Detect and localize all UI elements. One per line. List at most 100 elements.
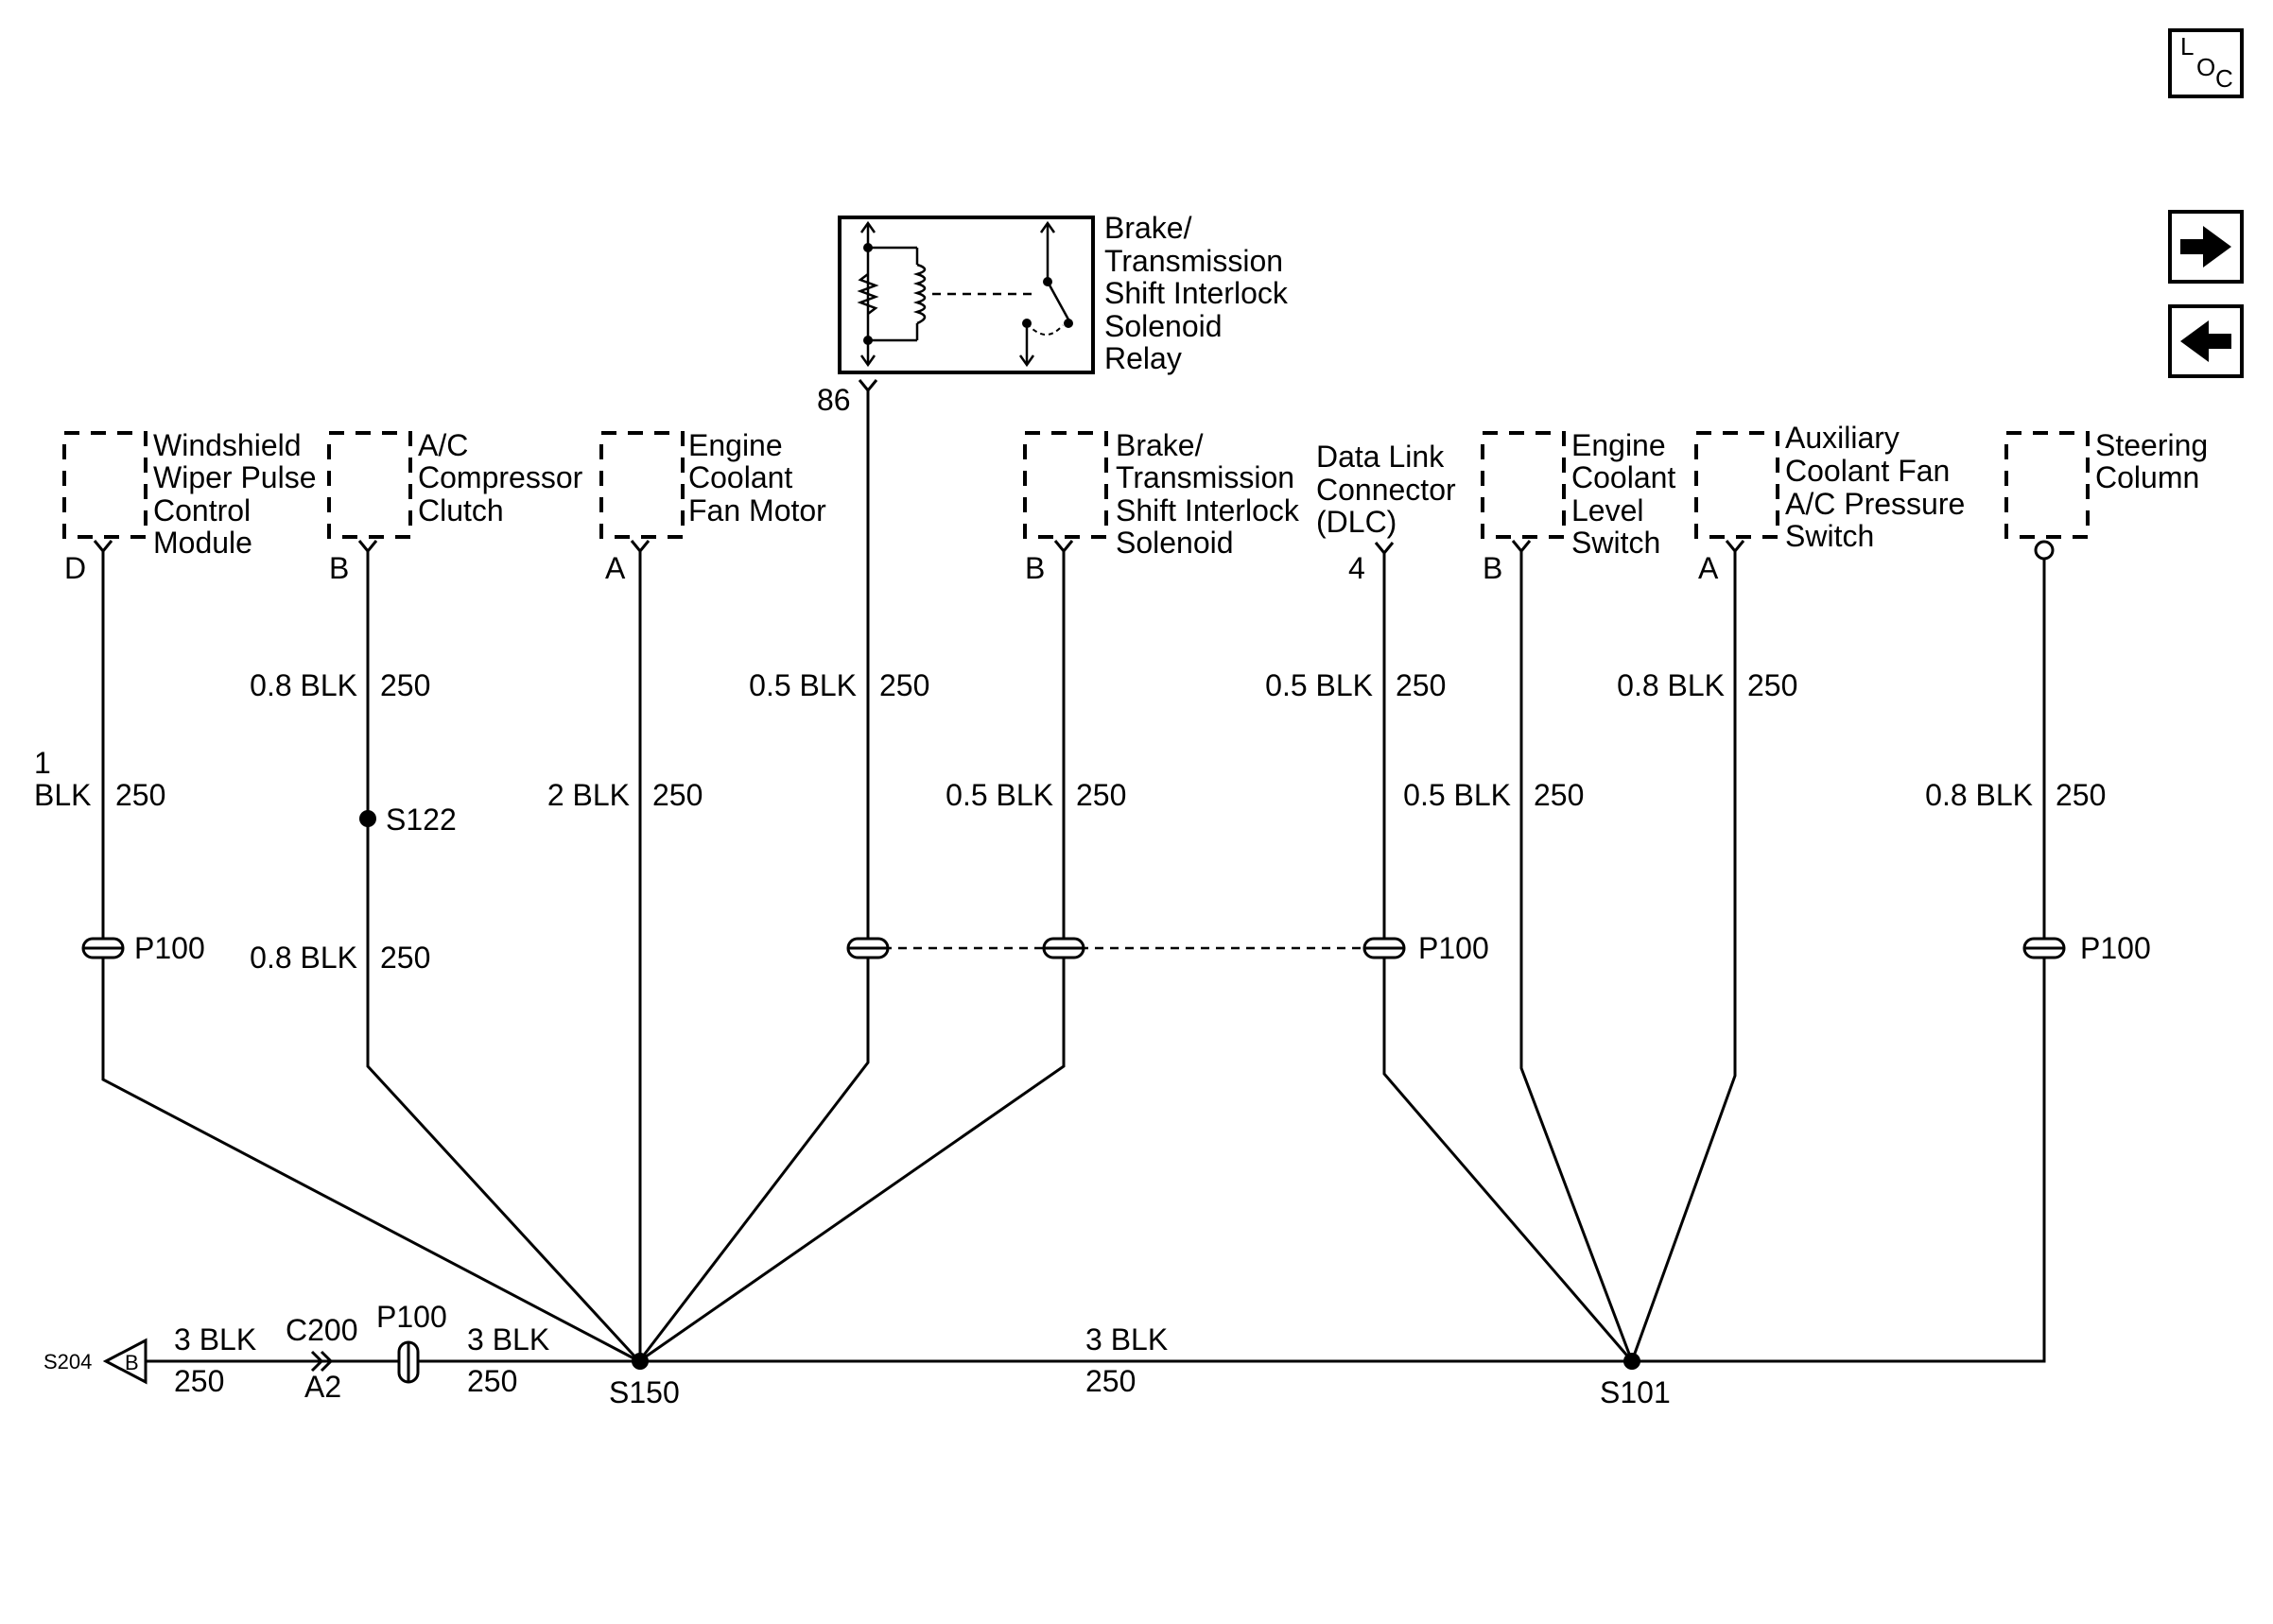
svg-text:Data Link: Data Link	[1316, 440, 1445, 474]
svg-text:250: 250	[652, 778, 703, 812]
svg-text:Level: Level	[1571, 493, 1644, 527]
splice-s150-dot	[632, 1353, 649, 1370]
p100-connector-solenoid	[1042, 937, 1085, 959]
component-data-link-connector: Data Link Connector (DLC) 4	[1316, 440, 1456, 585]
wire-labels: 1 BLK 250 0.8 BLK 250 0.8 BLK 250 2 BLK …	[34, 668, 2106, 975]
bus-seg2-wire: 3 BLK	[467, 1322, 549, 1356]
svg-text:250: 250	[380, 941, 430, 975]
svg-text:0.5 BLK: 0.5 BLK	[749, 668, 857, 702]
svg-text:Switch: Switch	[1785, 519, 1874, 553]
svg-text:Shift Interlock: Shift Interlock	[1116, 493, 1300, 527]
component-wiper-module: Windshield Wiper Pulse Control Module D	[62, 428, 317, 585]
svg-text:0.5 BLK: 0.5 BLK	[1403, 778, 1511, 812]
svg-text:Fan Motor: Fan Motor	[688, 493, 826, 527]
ground-ref-letter: B	[125, 1351, 139, 1374]
c200-connector-icon	[310, 1350, 334, 1373]
svg-text:Coolant: Coolant	[1571, 460, 1675, 494]
svg-text:Connector: Connector	[1316, 473, 1456, 507]
pin-label: B	[1483, 551, 1502, 585]
component-shift-interlock-solenoid: Brake/ Transmission Shift Interlock Sole…	[1023, 428, 1300, 585]
inline-connectors	[81, 937, 2066, 1384]
wire-runs	[101, 390, 2046, 1363]
bus-seg1-wire: 3 BLK	[174, 1322, 256, 1356]
svg-text:0.8 BLK: 0.8 BLK	[250, 668, 357, 702]
svg-text:0.5 BLK: 0.5 BLK	[946, 778, 1053, 812]
pin-label: A	[605, 551, 626, 585]
connector-label-p100-wiper: P100	[134, 931, 205, 965]
c200-label: C200	[286, 1313, 358, 1347]
svg-text:1: 1	[34, 746, 51, 780]
pin-terminals	[93, 379, 1745, 556]
svg-text:250: 250	[2056, 778, 2106, 812]
svg-text:Steering: Steering	[2095, 428, 2208, 462]
svg-text:Brake/: Brake/	[1104, 211, 1192, 245]
svg-text:Auxiliary: Auxiliary	[1785, 421, 1900, 455]
relay-switch-icon	[1046, 281, 1070, 320]
svg-text:BLK: BLK	[34, 778, 91, 812]
loc-button[interactable]: L O C	[2168, 28, 2244, 98]
relay-pin-label: 86	[817, 383, 851, 417]
steering-column-terminal	[2034, 540, 2055, 561]
p100-connector-relay	[846, 937, 890, 959]
loc-letter-c: C	[2215, 64, 2233, 93]
svg-text:0.8 BLK: 0.8 BLK	[1617, 668, 1725, 702]
svg-text:Transmission: Transmission	[1104, 244, 1283, 278]
splice-s122-label: S122	[386, 803, 457, 837]
svg-text:A/C: A/C	[418, 428, 468, 462]
pin-label: B	[329, 551, 349, 585]
bus-seg3-circuit: 250	[1085, 1364, 1136, 1398]
svg-text:2 BLK: 2 BLK	[547, 778, 630, 812]
pin-label: 4	[1348, 551, 1365, 585]
svg-text:(DLC): (DLC)	[1316, 505, 1397, 539]
svg-text:Clutch: Clutch	[418, 493, 504, 527]
svg-text:Control: Control	[153, 493, 251, 527]
svg-text:Column: Column	[2095, 460, 2199, 494]
component-ac-compressor-clutch: A/C Compressor Clutch B	[327, 428, 583, 585]
connector-label-p100-steering: P100	[2080, 931, 2151, 965]
svg-text:0.8 BLK: 0.8 BLK	[250, 941, 357, 975]
svg-text:Engine: Engine	[1571, 428, 1666, 462]
relay-label: Brake/ Transmission Shift Interlock Sole…	[1104, 211, 1289, 375]
p100-connector-dlc	[1362, 937, 1406, 959]
ground-ref-label: S204	[43, 1350, 92, 1373]
splice-s101-label: S101	[1600, 1375, 1671, 1409]
svg-text:250: 250	[1534, 778, 1584, 812]
c200-pin-label: A2	[304, 1370, 341, 1404]
svg-text:Relay: Relay	[1104, 341, 1182, 375]
svg-text:Shift Interlock: Shift Interlock	[1104, 276, 1289, 310]
arrow-right-icon	[2180, 226, 2231, 268]
p100-connector-bus	[397, 1340, 420, 1384]
svg-text:Brake/: Brake/	[1116, 428, 1204, 462]
loc-letter-o: O	[2196, 53, 2215, 81]
svg-text:Coolant Fan: Coolant Fan	[1785, 454, 1950, 488]
bus-seg3-wire: 3 BLK	[1085, 1322, 1168, 1356]
svg-text:250: 250	[1396, 668, 1446, 702]
svg-text:250: 250	[1747, 668, 1797, 702]
ground-bus: S204 B 3 BLK 250 C200 A2 P100 3 BLK 250 …	[43, 1300, 1671, 1409]
svg-text:Coolant: Coolant	[688, 460, 792, 494]
component-aux-fan-pressure-switch: Auxiliary Coolant Fan A/C Pressure Switc…	[1694, 421, 1965, 585]
shift-interlock-relay: Brake/ Transmission Shift Interlock Sole…	[817, 211, 1289, 417]
p100-bus-label: P100	[376, 1300, 447, 1334]
loc-letter-l: L	[2180, 32, 2194, 60]
svg-text:0.5 BLK: 0.5 BLK	[1265, 668, 1373, 702]
pin-label: A	[1698, 551, 1719, 585]
relay-coil-icon	[912, 263, 927, 325]
bus-seg1-circuit: 250	[174, 1364, 224, 1398]
connector-label-p100-dlc: P100	[1418, 931, 1489, 965]
svg-text:A/C Pressure: A/C Pressure	[1785, 487, 1965, 521]
svg-text:250: 250	[115, 778, 165, 812]
splice-s122-dot	[359, 810, 376, 827]
svg-text:Module: Module	[153, 526, 252, 560]
forward-button[interactable]	[2168, 210, 2244, 284]
svg-text:Windshield: Windshield	[153, 428, 302, 462]
svg-text:250: 250	[1076, 778, 1126, 812]
bus-seg2-circuit: 250	[467, 1364, 517, 1398]
ground-ref-triangle	[102, 1338, 147, 1385]
svg-text:Wiper Pulse: Wiper Pulse	[153, 460, 317, 494]
p100-connector-wiper	[81, 937, 125, 959]
splice-s101-dot	[1623, 1353, 1640, 1370]
back-button[interactable]	[2168, 304, 2244, 378]
